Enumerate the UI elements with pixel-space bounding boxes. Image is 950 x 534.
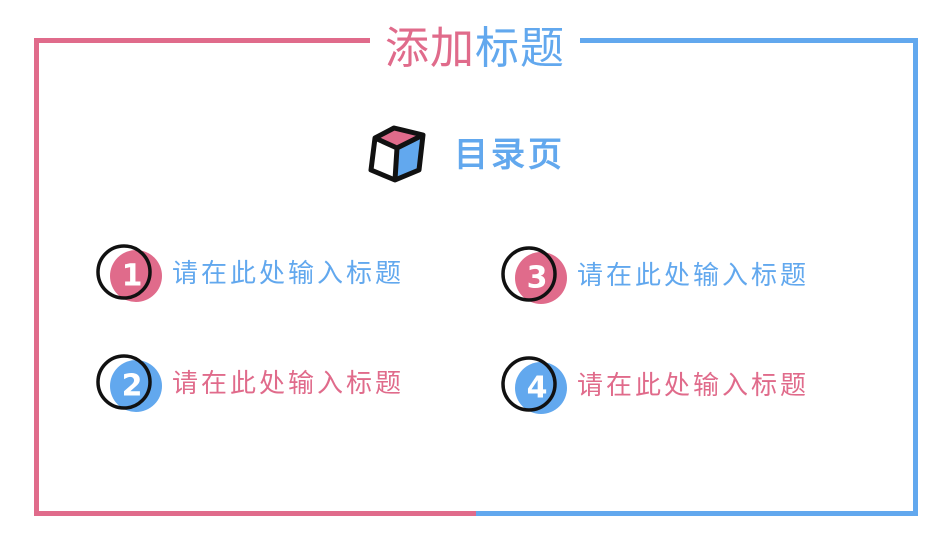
svg-text:4: 4 [527, 371, 548, 406]
toc-label-1: 请在此处输入标题 [172, 259, 405, 289]
svg-text:3: 3 [527, 261, 548, 296]
frame-top-right [476, 38, 918, 43]
number-badge-3: 3 [501, 246, 567, 304]
number-badge-4: 4 [501, 356, 567, 414]
toc-label-3: 请在此处输入标题 [577, 261, 810, 291]
toc-label-4: 请在此处输入标题 [577, 371, 810, 401]
toc-label-2: 请在此处输入标题 [172, 369, 405, 399]
frame-left [34, 38, 39, 516]
frame-right [913, 38, 918, 516]
number-badge-1: 1 [96, 244, 162, 302]
frame-top-left [34, 38, 472, 43]
cube-icon [368, 125, 426, 183]
page-title: 添加标题 [370, 18, 580, 80]
frame-bottom-right [476, 511, 918, 516]
svg-text:1: 1 [122, 259, 143, 294]
number-badge-2: 2 [96, 354, 162, 412]
section-heading: 目录页 [454, 135, 565, 175]
svg-text:2: 2 [122, 369, 143, 404]
page-title-part1: 添加 [385, 23, 475, 74]
frame-bottom-left [34, 511, 476, 516]
page-title-part2: 标题 [475, 23, 565, 74]
